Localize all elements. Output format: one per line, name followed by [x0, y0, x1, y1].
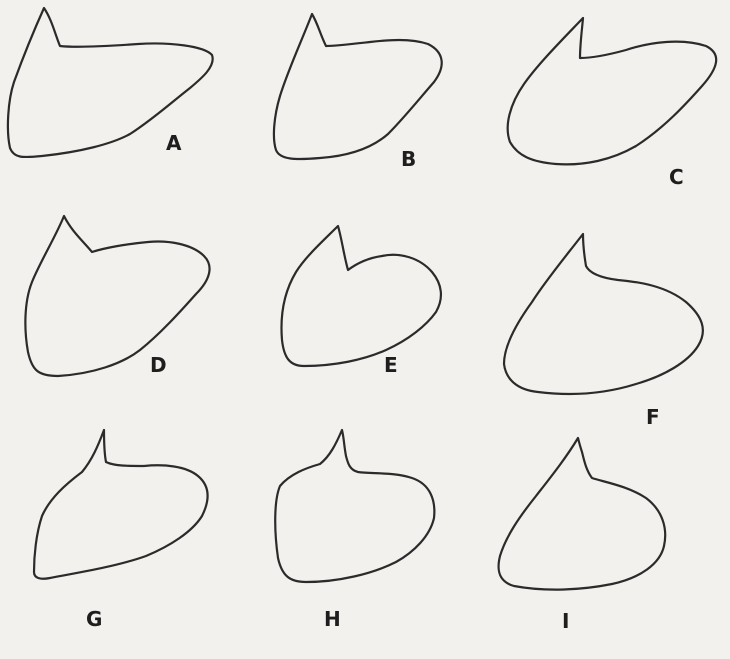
outline-shape-b [274, 14, 442, 159]
shape-label-d: D [150, 353, 167, 377]
outline-shape-d [25, 216, 209, 376]
shape-label-h: H [324, 607, 341, 631]
shape-label-g: G [86, 607, 102, 631]
outline-shape-f [504, 234, 703, 394]
outline-shape-i [499, 438, 666, 590]
outline-shape-h [275, 430, 434, 582]
outline-shape-a [8, 8, 213, 157]
shape-label-a: A [166, 131, 182, 155]
outline-shape-c [508, 18, 717, 164]
shape-label-e: E [384, 353, 398, 377]
shape-label-f: F [646, 405, 660, 429]
outline-shape-e [282, 226, 441, 366]
shape-label-c: C [669, 165, 684, 189]
shape-label-b: B [401, 147, 416, 171]
outline-shape-g [34, 430, 208, 579]
shape-label-i: I [562, 609, 569, 633]
